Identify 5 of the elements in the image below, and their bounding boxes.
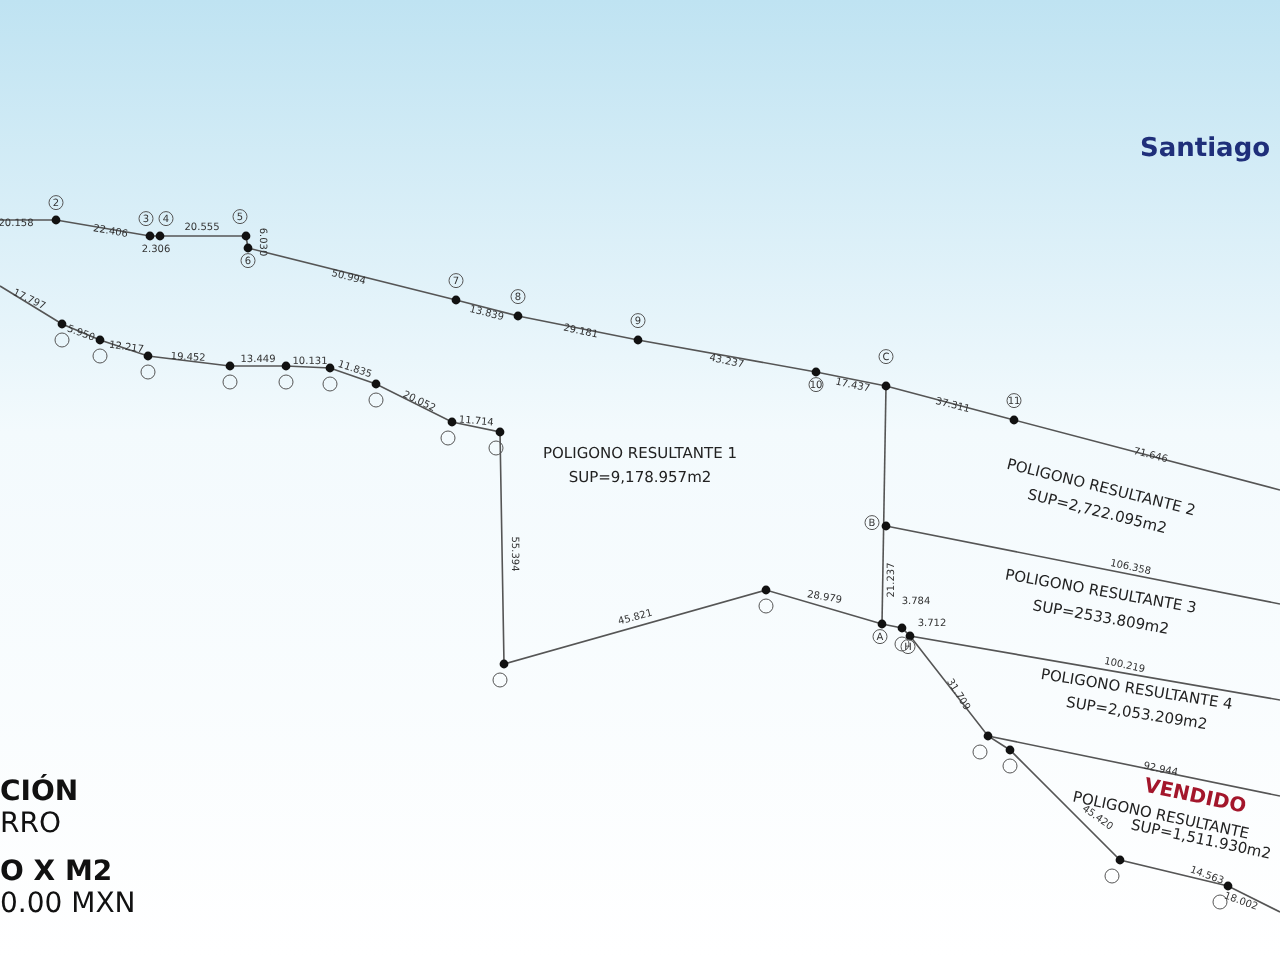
place-name: Santiago	[1140, 134, 1271, 164]
info-text: 0.00 MXN	[0, 888, 136, 920]
info-heading: CIÓN	[0, 776, 79, 808]
info-text: RRO	[0, 808, 61, 840]
info-heading: O X M2	[0, 856, 113, 888]
